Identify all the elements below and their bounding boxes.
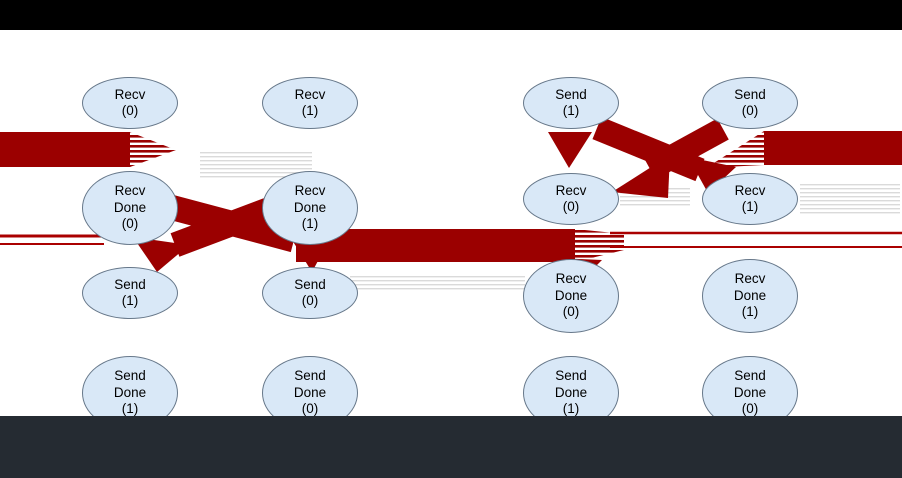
arrow-recvdone1-to-send1-shaft — [170, 198, 273, 257]
node-label-line: Recv — [294, 86, 326, 102]
node-label-line: Recv — [734, 182, 766, 198]
node-label-line: (0) — [121, 103, 139, 118]
node-label-line: (1) — [562, 103, 580, 118]
node-label-line: Send — [294, 368, 326, 384]
arrow-midband-to-recvdone0-body — [296, 229, 575, 262]
node-label-line: Recv — [294, 183, 326, 199]
node-label-line: Recv — [114, 183, 146, 199]
node-label-line: Done — [554, 384, 588, 400]
node-label-line: (1) — [562, 401, 580, 417]
node-label-line: Recv — [555, 271, 587, 287]
node-label-line: Done — [293, 199, 327, 215]
node-label-line: Done — [113, 199, 147, 215]
node-label-line: (0) — [562, 304, 580, 320]
node-label-line: Send — [114, 276, 146, 292]
graph-node-c4r1: Send(0) — [702, 77, 798, 129]
arrow-inbound-right-body — [764, 131, 902, 165]
graph-node-c3r2: Recv(0) — [523, 173, 619, 225]
node-label-line: (0) — [301, 401, 319, 417]
node-label-line: Send — [114, 368, 146, 384]
arrow-midband-to-recvdone0-tip — [575, 229, 624, 262]
node-label-line: Send — [734, 368, 766, 384]
graph-node-c2r3: Send(0) — [262, 267, 358, 319]
graph-node-c4r2: Recv(1) — [702, 173, 798, 225]
node-label-line: (0) — [562, 199, 580, 214]
node-label-line: (1) — [741, 304, 759, 320]
node-label-line: (0) — [741, 103, 759, 118]
top-bar — [0, 0, 902, 30]
graph-node-c2r1: Recv(1) — [262, 77, 358, 129]
node-label-line: Send — [294, 276, 326, 292]
arrow-inbound-left-body — [0, 132, 130, 167]
node-label-line: Done — [554, 287, 588, 303]
node-label-line: (0) — [741, 401, 759, 417]
node-label-line: Send — [555, 368, 587, 384]
bottom-task-panel — [0, 416, 902, 478]
node-label-line: Send — [555, 86, 587, 102]
node-label-line: Done — [293, 384, 327, 400]
arrow-inbound-right-tip — [706, 131, 764, 168]
node-label-line: Recv — [734, 271, 766, 287]
alias-stripe-artifact — [350, 276, 525, 290]
graph-node-c1r1: Recv(0) — [82, 77, 178, 129]
arrow-send1-down-wedge — [548, 132, 592, 168]
node-label-line: Done — [733, 384, 767, 400]
node-label-line: (0) — [121, 216, 139, 232]
node-label-line: Done — [113, 384, 147, 400]
node-label-line: Done — [733, 287, 767, 303]
node-label-line: (1) — [301, 103, 319, 118]
arrow-inbound-left-tip — [130, 132, 176, 167]
node-label-line: (1) — [301, 216, 319, 232]
node-label-line: (1) — [741, 199, 759, 214]
node-label-line: (1) — [121, 293, 139, 308]
arrow-send0-to-recv0-head — [612, 155, 670, 198]
graph-node-c1r3: Send(1) — [82, 267, 178, 319]
graph-node-c3r1: Send(1) — [523, 77, 619, 129]
node-label-line: Recv — [555, 182, 587, 198]
node-label-line: (0) — [301, 293, 319, 308]
arrow-recvdone1-to-send1-head — [133, 237, 189, 272]
node-label-line: Send — [734, 86, 766, 102]
node-label-line: Recv — [114, 86, 146, 102]
alias-stripe-artifact — [800, 184, 900, 214]
node-label-line: (1) — [121, 401, 139, 417]
